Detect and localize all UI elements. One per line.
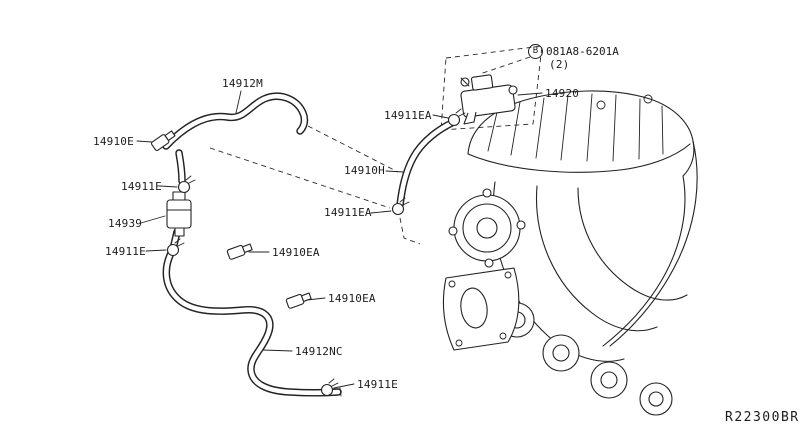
- circled-b-marker: B: [528, 44, 543, 59]
- diagram-reference-code: R22300BR: [725, 410, 800, 425]
- runner-ports: [499, 302, 673, 416]
- part-label-14910e: 14910E: [93, 135, 134, 148]
- part-label-14911ea-mid: 14911EA: [324, 206, 372, 219]
- part-label-14911ea-top: 14911EA: [384, 109, 432, 122]
- part-label-14920: 14920: [545, 87, 580, 100]
- clamp-14911e-3: [320, 378, 339, 397]
- manifold-bracket-drawing: [442, 267, 520, 351]
- part-label-14911e-a: 14911E: [121, 180, 162, 193]
- part-label-14910h: 14910H: [344, 164, 385, 177]
- part-label-14912nc: 14912NC: [295, 345, 343, 358]
- clamp-14911e-1: [177, 175, 196, 194]
- part-label-14911e-b: 14911E: [105, 245, 146, 258]
- part-label-bolt-qty: (2): [549, 58, 570, 71]
- clamp-14911e-2: [166, 238, 185, 257]
- dashed-locator-lines: [209, 45, 543, 245]
- part-label-bolt-number: 081A8-6201A: [546, 45, 619, 58]
- purge-valve-drawing: [460, 74, 518, 125]
- clamp-14911ea-2: [391, 197, 410, 216]
- clamp-14911ea-1: [447, 108, 466, 127]
- throttle-body-drawing: [448, 188, 526, 268]
- leader-lines: [136, 90, 543, 389]
- fitting-14910e: [150, 130, 176, 152]
- part-label-14911e-c: 14911E: [357, 378, 398, 391]
- part-label-14910ea-a: 14910EA: [272, 246, 320, 259]
- clamps-fittings-drawing: [150, 108, 466, 397]
- valve-14939-drawing: [166, 191, 192, 237]
- part-label-14939: 14939: [108, 217, 143, 230]
- part-label-14912m: 14912M: [222, 77, 263, 90]
- fitting-14910ea-2: [285, 292, 312, 309]
- part-label-bolt-callout: B 081A8-6201A: [528, 44, 619, 59]
- intake-manifold-drawing: [442, 90, 698, 416]
- fitting-14910ea-1: [226, 243, 253, 260]
- part-label-14910ea-b: 14910EA: [328, 292, 376, 305]
